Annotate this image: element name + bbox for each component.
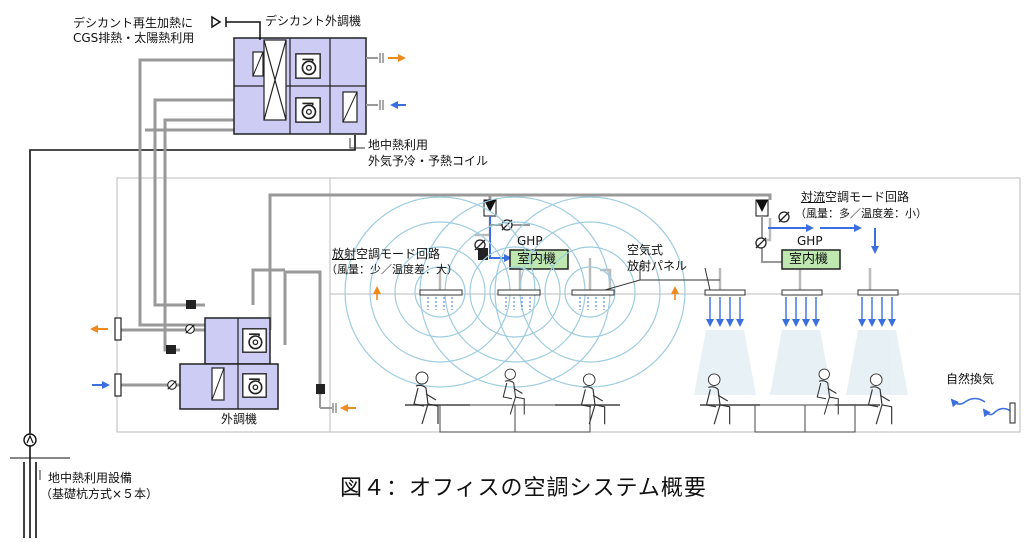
radiant-mode-prefix: 放射 — [332, 247, 357, 261]
fan-icon — [241, 372, 268, 399]
natural-ventilation-label: 自然換気 — [946, 372, 995, 386]
fan-icon — [295, 97, 321, 123]
convection-mode-note: （風量：多／温度差：小） — [795, 207, 927, 220]
office-scene — [405, 404, 880, 433]
desiccant-unit-label: デシカント外調機 — [265, 14, 362, 28]
outdoor-ac-io — [90, 317, 356, 413]
indoor-unit-right-label: 室内機 — [789, 252, 829, 267]
outdoor-ac-unit-label: 外調機 — [221, 412, 258, 426]
convection-mode-suffix: 空調モード回路 — [825, 190, 910, 204]
convection-mode-label: 対流空調モード回路 — [801, 190, 909, 205]
desiccant-unit — [233, 37, 367, 135]
figure-caption: 図４：オフィスの空調システム概要 — [340, 476, 707, 501]
ghp-right-circuit — [755, 199, 879, 270]
valve-icon — [778, 211, 790, 223]
valve-icon — [755, 237, 767, 249]
radiant-mode-note: （風量：少／温度差：大） — [326, 263, 458, 276]
ghp-left-label: GHP — [517, 234, 543, 248]
ghp-right-label: GHP — [797, 234, 823, 248]
leader-lines — [39, 138, 720, 480]
radiant-panels — [419, 289, 899, 296]
radiant-mode-label: 放射空調モード回路 — [332, 247, 440, 262]
panel-small-arrows — [427, 297, 605, 310]
damper-icon — [316, 384, 325, 394]
air-panel-label-line2: 放射パネル — [627, 259, 688, 273]
geo-facility-label-line2: （基礎杭方式×５本） — [40, 487, 159, 501]
desiccant-io-arrows — [366, 53, 406, 110]
damper-icon — [186, 300, 196, 309]
geo-coil-label-line1: 地中熱利用 — [368, 138, 429, 152]
convection-mode-prefix: 対流 — [801, 190, 826, 204]
valve-icon — [167, 380, 177, 390]
radiant-mode-suffix: 空調モード回路 — [356, 247, 441, 261]
damper-icon — [166, 345, 176, 354]
air-panel-label-line1: 空気式 — [627, 243, 664, 257]
outdoor-ac-unit — [166, 300, 325, 410]
indoor-unit-left-label: 室内機 — [517, 252, 557, 267]
desiccant-heat-label-line1: デシカント再生加熱に — [73, 16, 194, 30]
desiccant-heat-label-line2: CGS排熱・太陽熱利用 — [73, 31, 195, 45]
geo-coil-label-line2: 外気予冷・予熱コイル — [368, 154, 489, 168]
duct-lines — [120, 58, 772, 395]
person-seated-icon — [413, 371, 439, 425]
fan-icon — [295, 53, 321, 79]
geothermal-pipes — [10, 135, 356, 538]
convection-airflow — [706, 297, 896, 327]
valve-icon — [185, 324, 195, 334]
natural-ventilation-arrows — [950, 397, 1016, 424]
geo-facility-label-line1: 地中熱利用設備 — [48, 471, 133, 485]
heat-input-pointer — [211, 15, 261, 40]
return-air-arrows — [373, 286, 679, 300]
fan-icon — [241, 327, 268, 354]
